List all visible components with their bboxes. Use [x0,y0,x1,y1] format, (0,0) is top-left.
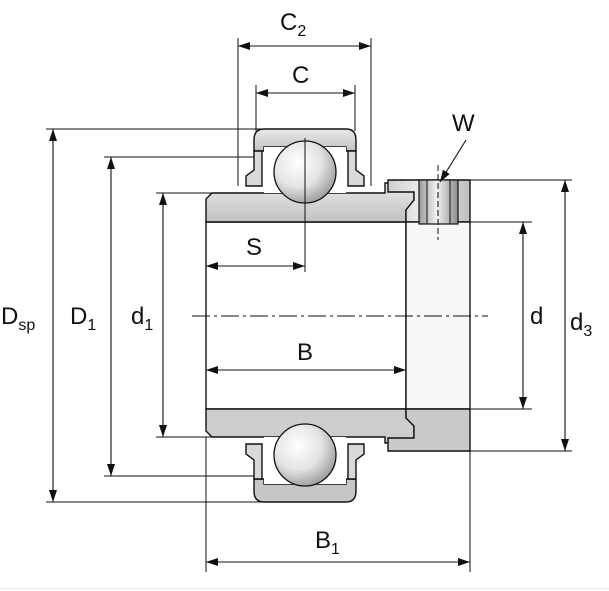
label-dsp: Dsp [1,303,35,334]
label-c: C [292,62,309,89]
label-d3: d3 [570,309,592,340]
locking-collar-bottom [387,408,471,452]
dimension-lines [49,42,569,566]
label-b1: B1 [315,527,340,558]
extension-lines [46,38,572,572]
seal-bottom-right [347,443,365,480]
label-d1-outer: D1 [70,303,96,334]
label-c2: C2 [280,9,306,40]
ball-bottom [273,423,337,487]
seal-bottom-left [245,443,263,480]
dimension-labels: C2 C W S B B1 Dsp D1 d1 d d3 [1,9,592,558]
label-b: B [297,339,313,366]
seal-top-left [245,150,263,187]
label-d: d [530,303,543,330]
leader-w [439,139,467,183]
label-d1-inner: d1 [131,303,153,334]
label-w: W [452,110,475,137]
bottom-divider [0,588,609,589]
seal-top-right [347,150,365,187]
label-s: S [246,234,262,261]
